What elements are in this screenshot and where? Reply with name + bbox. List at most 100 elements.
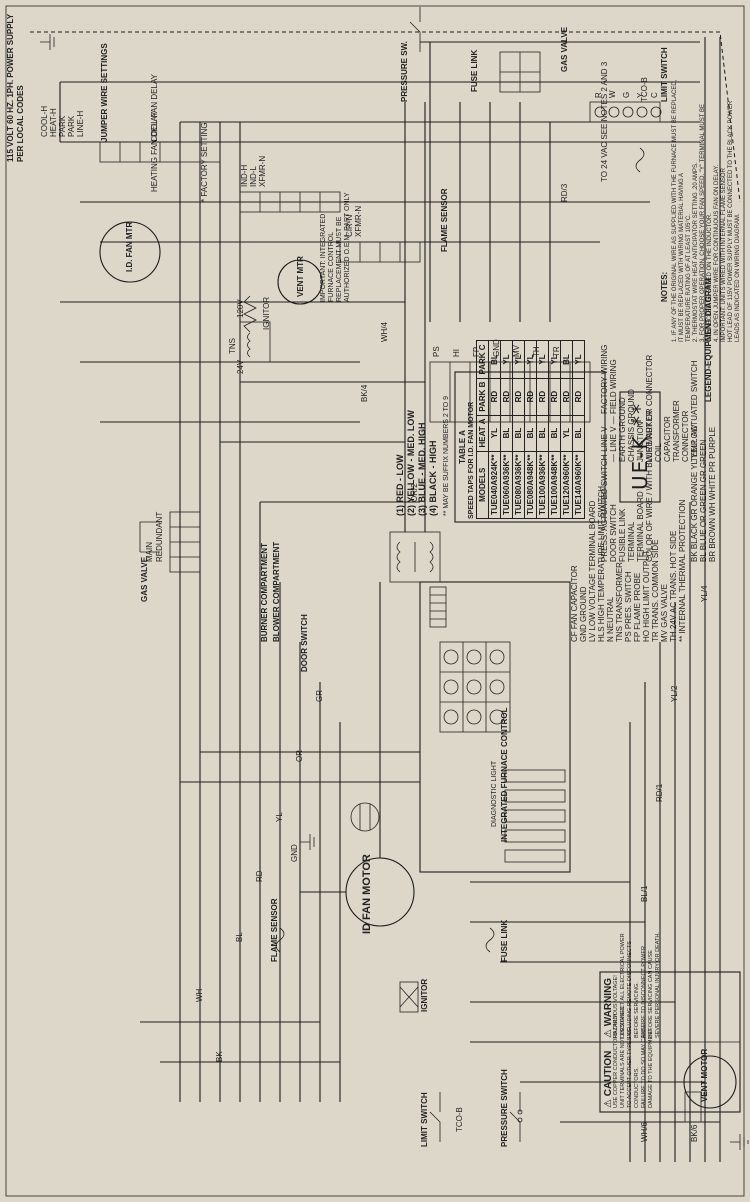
table-cell: RD <box>488 378 501 416</box>
terminal-label: XFMR-N <box>258 155 267 187</box>
gnd-label: GND <box>290 844 299 862</box>
note-line: TEMPERATURE RATING OF AT LEAST 105°C. <box>686 214 692 342</box>
table-cell: TUE120A960K** <box>560 451 573 519</box>
table-cell: BL <box>500 415 513 452</box>
table-subtitle: SPEED TAPS FOR I.D. FAN MOTOR <box>468 401 475 519</box>
legend-item: COIL <box>654 443 663 462</box>
terminal-label: CIR-N <box>345 214 354 237</box>
col-header: HEAT A <box>476 415 489 452</box>
table-cell: BL <box>560 340 573 379</box>
abbr-row: FP FLAME PROBE <box>633 572 642 642</box>
v120-label: 120V <box>236 299 245 318</box>
note-line: 4. IN OPEN JUMPER WIRE FOR CONTINUOUS FA… <box>714 164 720 342</box>
note-line: IT MUST BE REPLACED WITH WIRING MATERIAL… <box>679 172 685 342</box>
terminal-label: IND-H <box>240 164 249 187</box>
fuse-link-label-upper: FUSE LINK <box>470 49 479 92</box>
pressure-sw-label: PRESSURE SW. <box>400 41 409 102</box>
speed-row: (4) BLACK - HIGH <box>428 440 438 517</box>
table-cell: YL <box>512 340 525 379</box>
table-cell: BL <box>488 340 501 379</box>
ground-symbols <box>40 34 749 1150</box>
note-line: CONNECTED TO SPEED ON THE INDUCTOR. <box>707 213 713 342</box>
wire-tag: WH/6 <box>640 1122 649 1142</box>
flame-sensor-label-upper: FLAME SENSOR <box>440 188 449 252</box>
col-header: PARK B <box>476 378 489 416</box>
fuse-link-label-lower: FUSE LINK <box>500 919 509 962</box>
tco-label-lower: TCO-B <box>455 1107 464 1132</box>
table-cell: TUE040A924K** <box>488 451 501 519</box>
abbr-row: HO HIGH LIMIT OUTPUT <box>642 550 651 642</box>
table-frame <box>454 371 606 523</box>
ifc-terminal-labels: COOL-H HEAT-H PARK PARK LINE-H <box>40 106 85 137</box>
terminal-label: G <box>622 91 631 98</box>
abbr-row: ** INTERNAL THERMAL PROTECTION <box>678 499 687 642</box>
note-line: 2. THERMOSTAT WIRE HEAT ANTICIPATOR SETT… <box>693 162 699 342</box>
upper-schematic <box>59 7 700 423</box>
wire-tag: WH <box>195 988 204 1002</box>
table-cell: RD <box>572 378 585 416</box>
caution-line: UNIT TERMINALS ARE NOT DESIGNED <box>620 1006 626 1108</box>
terminal-label: R <box>594 92 603 98</box>
pressure-switch-symbol-lower <box>509 1092 523 1142</box>
speed-row: (1) RED - LOW <box>395 454 405 517</box>
tns-label: TNS <box>228 338 237 354</box>
wire-tag: GR <box>315 690 324 702</box>
table-cell: YL <box>488 415 501 452</box>
wire-tag: BL/1 <box>640 885 649 902</box>
abbr-row: HLS HIGH TEMPERATURE LIMIT SWITCH <box>597 485 606 642</box>
table-cell: TUE100A948K** <box>548 451 561 519</box>
table-cell: TUE080A948K** <box>524 451 537 519</box>
heating-fan-delay-label: HEATING FAN DELAY <box>150 111 159 192</box>
burner-compartment-label: BURNER COMPARTMENT <box>260 543 269 642</box>
wire-tag: YL/4 <box>700 585 709 602</box>
warning-line: SEVERE PERSONAL INJURY OR DEATH. <box>655 932 661 1038</box>
gas-valve-label-upper: GAS VALVE <box>560 26 569 72</box>
caution-line: TO ACCEPT OTHER TYPES OF <box>627 1027 633 1108</box>
jumper-settings-label: JUMPER WIRE SETTINGS <box>100 43 109 142</box>
table-cell: YL <box>500 340 513 379</box>
color-code-row: BR BROWN WH WHITE PR PURPLE <box>708 426 717 562</box>
terminal-label: HEAT-H <box>49 108 58 137</box>
table-cell: BL <box>548 415 561 452</box>
ifc-terminal-blocks <box>429 586 566 863</box>
id-fan-motor-label: ID FAN MOTOR <box>361 854 373 934</box>
notes-block: 1. IF ANY OF THE ORIGINAL WIRE AS SUPPLI… <box>672 80 742 342</box>
table-cell: YL <box>548 340 561 379</box>
ifc-label-lower: INTEGRATED FURNACE CONTROL <box>500 707 509 842</box>
ifc-terminal-labels-3: CIR-N XFMR-N <box>345 206 363 237</box>
table-cell: BL <box>572 415 585 452</box>
ifc-9pin-grid <box>439 641 511 733</box>
table-cell: YL <box>536 340 549 379</box>
legend-colors: BK BLACK GR ORANGE YL YELLOW BL BLUE OR … <box>690 425 717 562</box>
vent-mtr-label: VENT MTR <box>296 256 305 297</box>
limit-switch-symbol-lower <box>429 1092 441 1142</box>
col-header: PARK C <box>476 340 489 379</box>
abbr-row: TH 24V AC TRANS. HOT SIDE <box>669 530 678 642</box>
table-cell: RD <box>524 378 537 416</box>
table-cell: YL <box>572 340 585 379</box>
ignitor-label-lower: IGNITOR <box>420 978 429 1012</box>
wire-tag: RD <box>255 870 264 882</box>
power-supply-label: 115 VOLT 60 HZ. 1PH. POWER SUPPLY <box>6 13 15 162</box>
legend-abbreviations: CF FAN CAPACITOR GND GROUND LV LOW VOLTA… <box>570 486 687 642</box>
wire-tag: RD/1 <box>655 783 664 802</box>
v24-label: 24V <box>236 359 245 374</box>
ifc-important-note: IMPORTANT: INTEGRATED FURNACE CONTROL RE… <box>320 192 351 302</box>
limit-switch-label-lower: LIMIT SWITCH <box>420 1092 429 1147</box>
ifc-board-outline <box>419 581 571 873</box>
wire-tag: BK <box>215 1051 224 1062</box>
see-notes-label: TO 24 VAC SEE NOTES 2 AND 3 <box>600 61 609 182</box>
terminal-label: W <box>608 90 617 98</box>
caution-box: ⚠ CAUTION USE COPPER CONDUCTORS ONLY! UN… <box>603 1006 655 1108</box>
abbr-row: TNS TRANSFORMER <box>615 562 624 642</box>
gas-valve-redundant-label: REDUNDANT <box>155 511 164 562</box>
table-cell: RD <box>500 378 513 416</box>
note-line: 1. IF ANY OF THE ORIGINAL WIRE AS SUPPLI… <box>672 79 678 342</box>
terminal-label: PARK <box>58 115 67 137</box>
factory-setting-label: * FACTORY SETTING <box>200 122 209 202</box>
id-fan-mtr-label: I.D. FAN MTR <box>125 221 134 272</box>
